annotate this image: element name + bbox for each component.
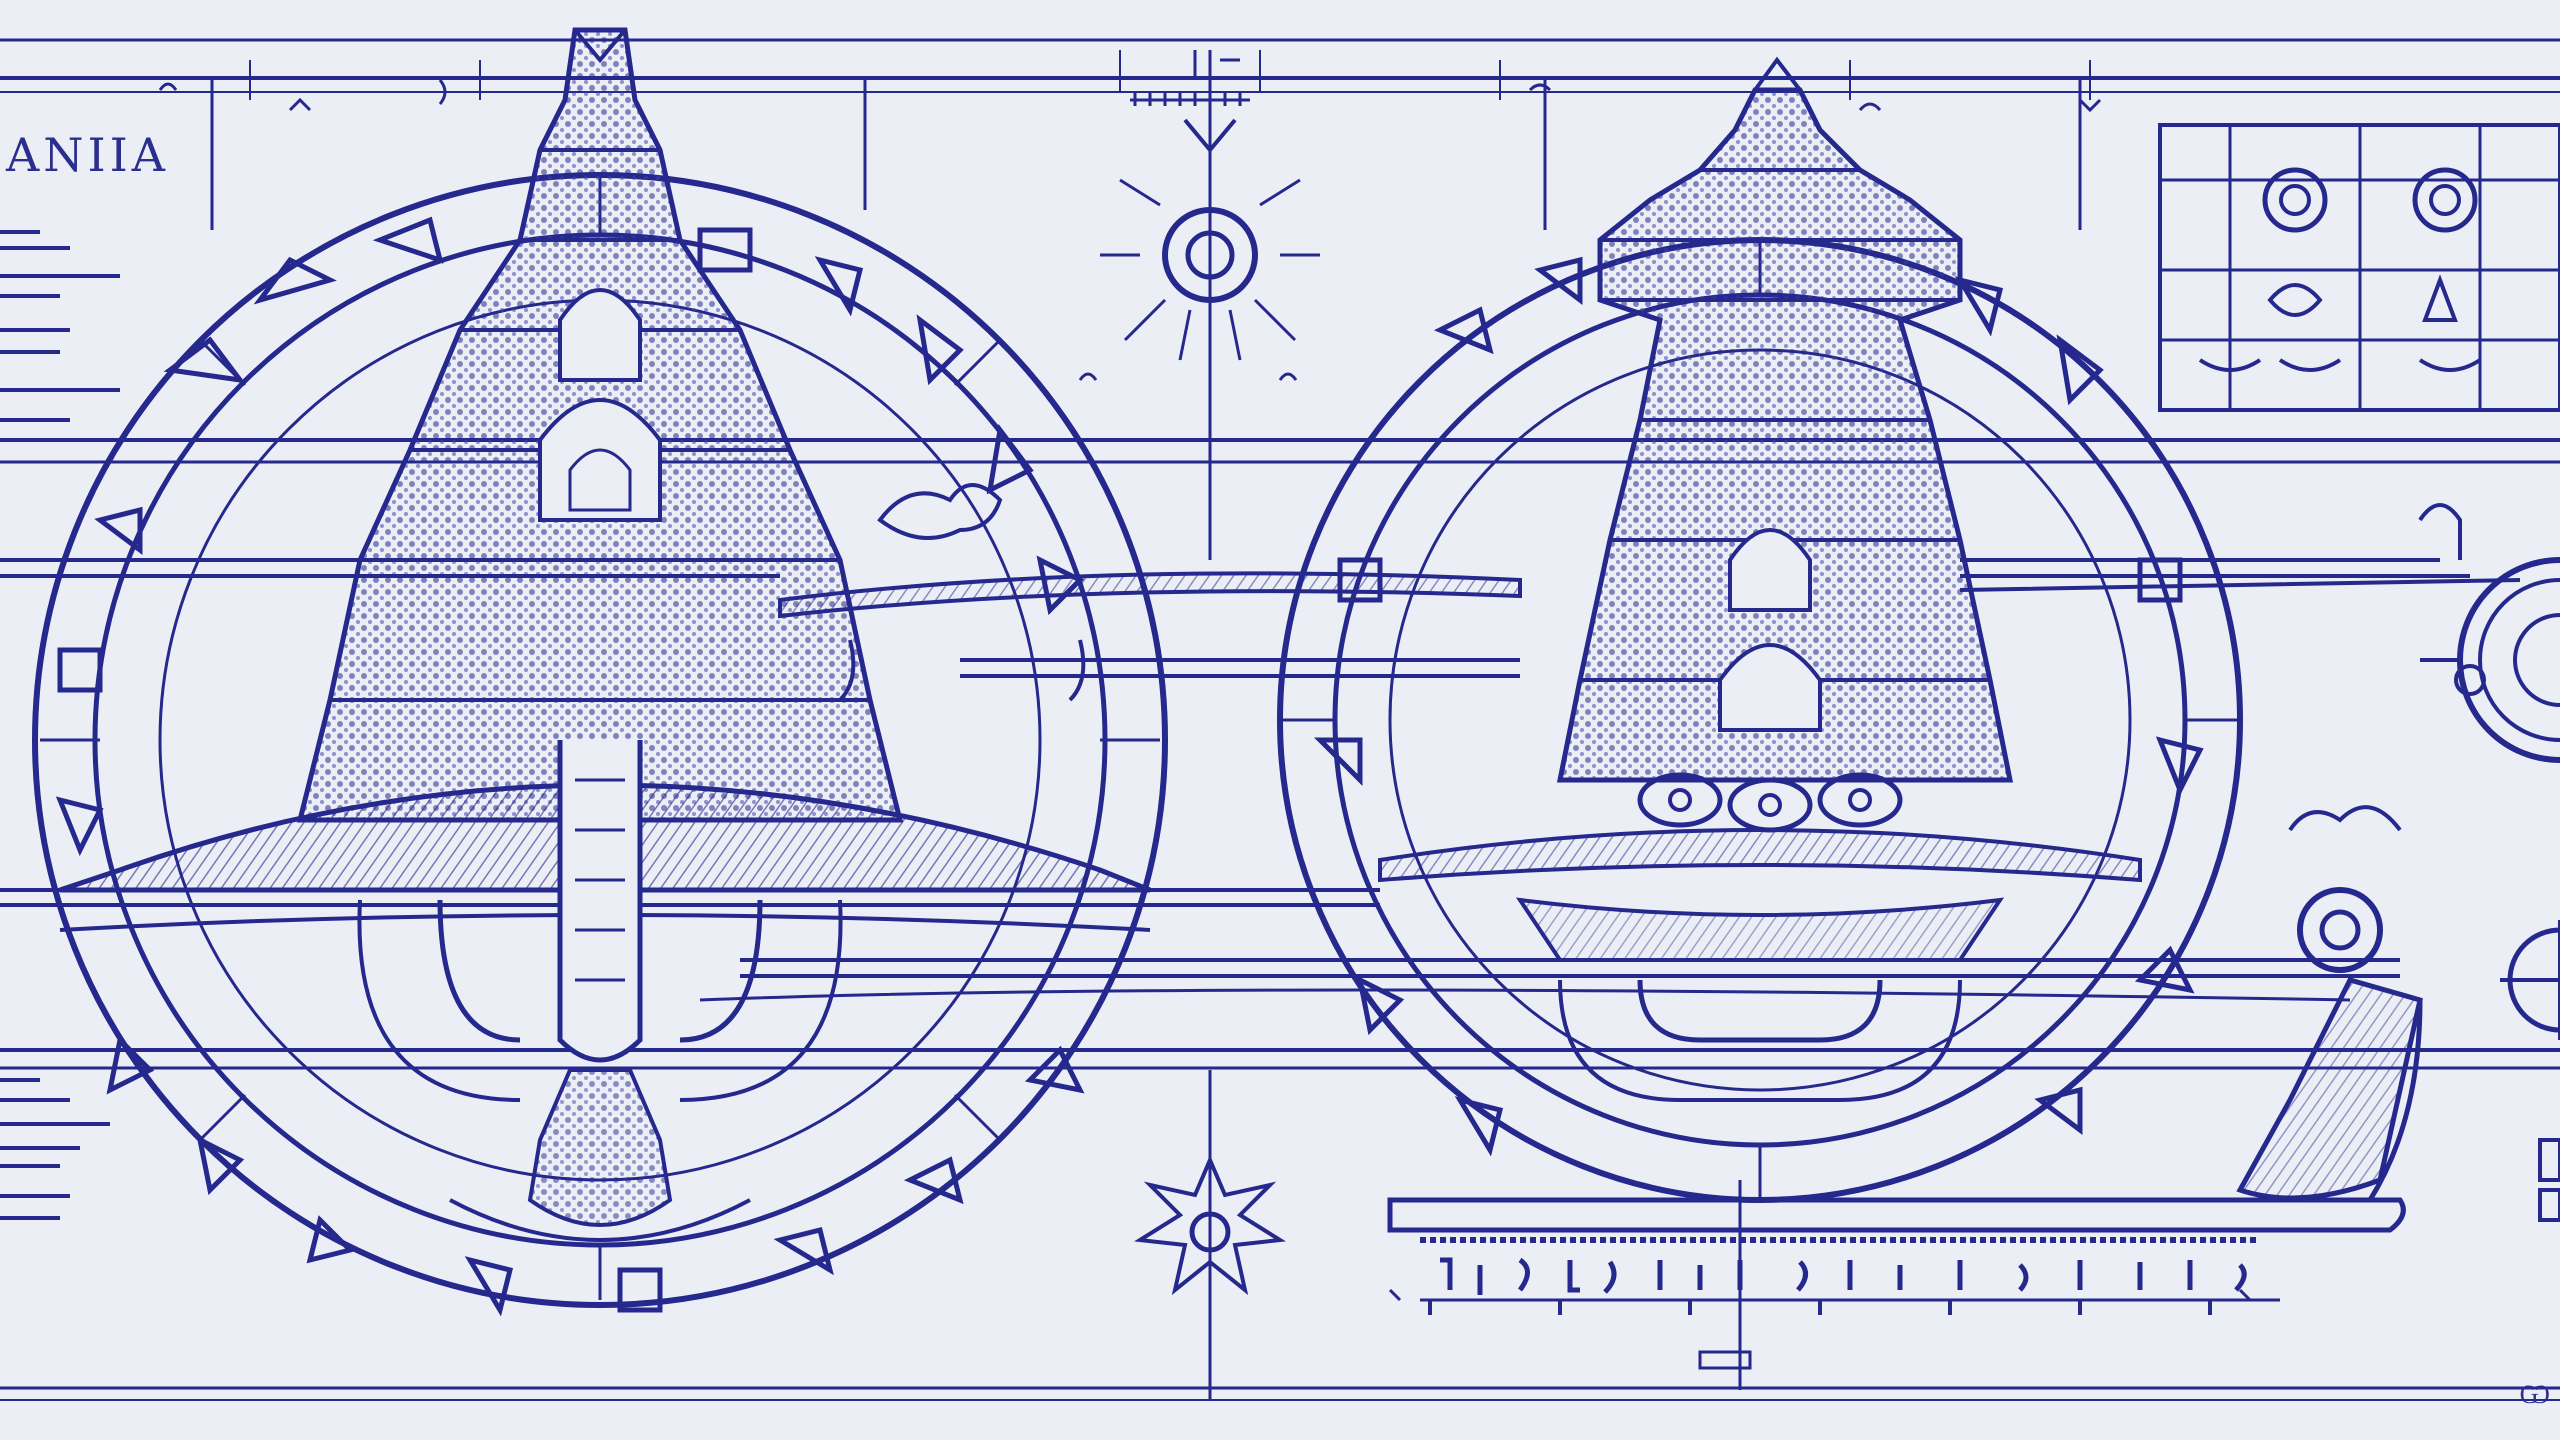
- sheet-footnote: Ѡ: [2519, 1380, 2550, 1410]
- glyph-grid-icon: [2158, 123, 2560, 412]
- right-stupa-icon: [1378, 56, 2521, 1102]
- top-annotation-marks: [1130, 50, 1250, 106]
- cross-ornament-icon: [2500, 920, 2560, 1222]
- star-ornament-icon: [1134, 1154, 1286, 1296]
- horn-vessel-icon: [2236, 805, 2423, 1202]
- sun-ornament-icon: [1100, 110, 1320, 361]
- sheet-caption: ANIIA: [6, 128, 170, 182]
- edge-ring-icon: [2420, 557, 2560, 763]
- base-platform: [1387, 1197, 2406, 1370]
- left-annotations: [0, 230, 120, 1220]
- annotation-marks: [158, 79, 2252, 1302]
- left-stupa-icon: [0, 27, 1380, 1242]
